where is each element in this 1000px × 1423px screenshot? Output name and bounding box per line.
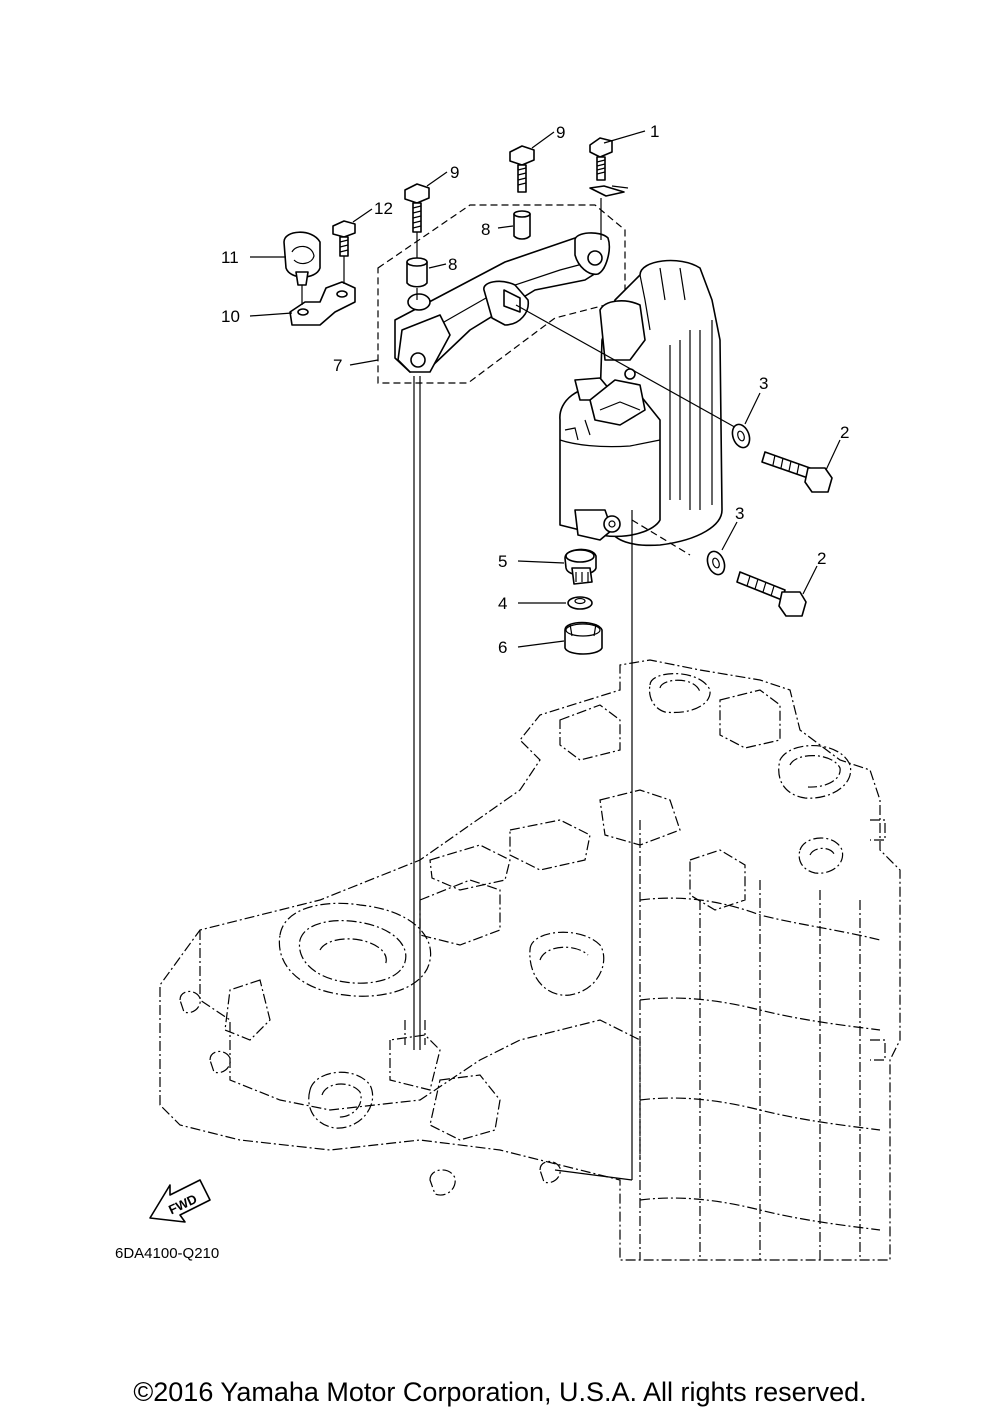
bolt-1 [589,137,629,197]
callout-8-left: 8 [448,255,457,274]
bolt-2-upper [761,451,833,493]
bolt-2-lower [736,571,807,617]
washer-3-upper [731,423,751,449]
callout-3-upper: 3 [759,374,768,393]
clip-6 [564,621,603,655]
callout-10: 10 [221,307,240,326]
callout-5: 5 [498,552,507,571]
callout-9-right: 9 [556,123,565,142]
sensor-part [283,231,321,286]
starter-motor [559,259,723,547]
callout-3-lower: 3 [735,504,744,523]
sensor-bracket [289,281,356,326]
copyright-notice: ©2016 Yamaha Motor Corporation, U.S.A. A… [133,1377,867,1407]
callout-7: 7 [333,356,342,375]
callout-12: 12 [374,199,393,218]
washer-3-lower [706,550,726,576]
collar-8-right [513,210,531,240]
bolt-9-right [509,145,535,193]
pinion-5 [564,548,597,585]
bolt-12 [332,220,356,257]
starter-bracket [394,232,611,373]
callout-11: 11 [221,248,239,267]
bolt-9-left [404,183,430,233]
engine-block-phantom [159,659,901,1261]
callout-8-right: 8 [481,220,490,239]
callout-6: 6 [498,638,507,657]
callout-9-left: 9 [450,163,459,182]
stopper-4 [567,596,593,610]
callout-1: 1 [650,122,659,141]
collar-8-left [406,257,428,288]
diagram-code: 6DA4100-Q210 [115,1245,219,1262]
callout-4: 4 [498,594,507,613]
callout-2-lower: 2 [817,549,826,568]
fwd-arrow-icon: FWD [149,1179,211,1223]
callout-2-upper: 2 [840,423,849,442]
